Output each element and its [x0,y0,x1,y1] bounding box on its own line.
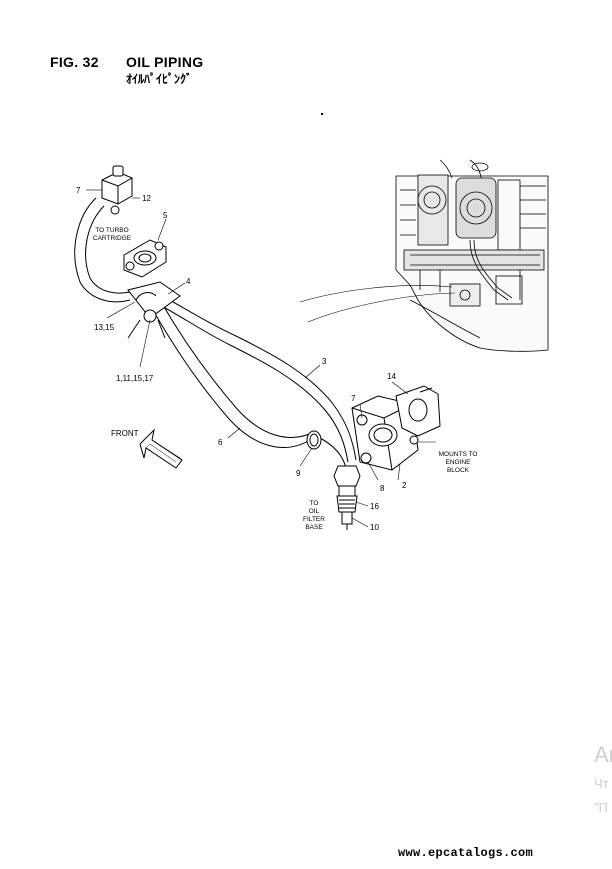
clamp-assembly [127,281,181,339]
callout-7-mount: 7 [351,394,356,403]
callout-leaders [86,189,436,528]
mount-block [351,385,441,471]
adapter-fitting [333,465,361,530]
callout-13-15: 13,15 [94,323,115,332]
callout-9: 9 [296,469,301,478]
callout-10: 10 [370,523,379,532]
note-mounts-line2: ENGINE [446,459,472,466]
callout-5: 5 [163,211,168,220]
callout-8: 8 [380,484,385,493]
callout-14: 14 [387,372,396,381]
note-filter-line4: BASE [305,524,323,531]
front-arrow [139,428,183,469]
watermark-line-3: "П [594,800,608,815]
callout-12: 12 [142,194,151,203]
stray-dot [321,113,323,115]
note-turbo-line1: TO TURBO [95,227,128,234]
inset-leader-lines [299,285,456,323]
callout-4: 4 [186,277,191,286]
flange-5 [123,239,167,278]
watermark-line-2: Чт [594,776,609,791]
callout-1-11-15-17: 1,11,15,17 [116,374,154,383]
figure-number: FIG. 32 [50,54,99,70]
figure-title: OIL PIPING [126,54,204,70]
callout-16: 16 [370,502,379,511]
fitting-9 [306,430,322,450]
note-mounts-line3: BLOCK [447,467,470,474]
pipe-assembly [74,197,357,469]
note-mounts-line1: MOUNTS TO [439,451,478,458]
figure-subtitle: ｵｲﾙﾊﾟｲﾋﾟﾝｸﾞ [126,72,193,86]
callout-6: 6 [218,438,223,447]
callout-2: 2 [402,481,407,490]
note-filter-line3: FILTER [303,516,325,523]
watermark-line-1: Ar [594,742,612,767]
engine-inset [395,159,549,352]
note-turbo-line2: CARTRIDGE [93,235,132,242]
note-filter-line2: OIL [309,508,320,515]
upper-bracket [101,165,133,215]
footer-site-link[interactable]: www.epcatalogs.com [398,846,534,860]
callout-3: 3 [322,357,327,366]
note-filter-line1: TO [310,500,319,507]
note-front: FRONT [111,429,139,438]
callout-7-top: 7 [76,186,81,195]
